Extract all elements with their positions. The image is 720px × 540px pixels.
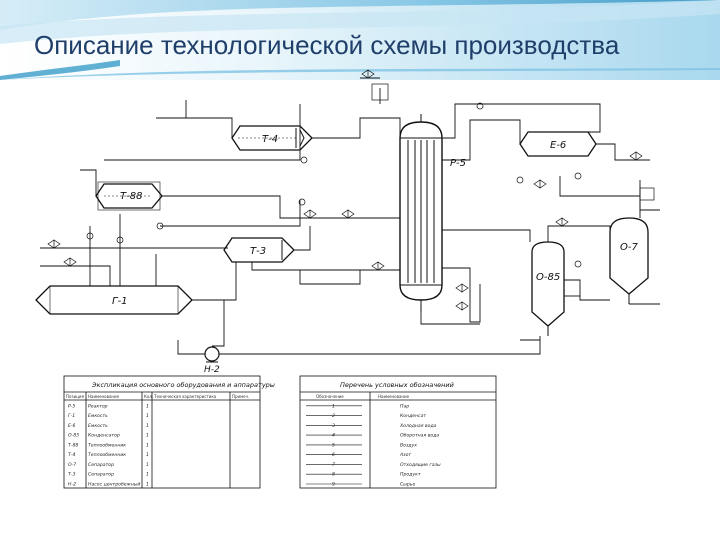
explication-cell: 1 [146,413,149,419]
legend-symbol-cell: 3 [332,423,335,429]
explication-cell: Конденсатор [88,433,120,439]
explication-header-cell: Примеч. [232,394,249,399]
explication-cell: Р-5 [68,403,75,409]
explication-table-frame [63,375,261,489]
explication-cell: 1 [146,433,149,439]
explication-header-cell: Позиция [66,394,85,399]
legend-name-cell: Холодная вода [399,423,437,429]
label-t3: Т-3 [250,246,266,257]
label-o7: О-7 [620,242,638,253]
legend-table-rows: 1 Пар 2 Конденсат 3 Холодная вода 4 Оборотная в… [306,403,441,488]
label-t88: Т-88 [120,191,142,202]
explication-cell: 1 [146,423,149,429]
explication-cell: Т-4 [68,452,75,458]
legend-name-cell: Азот [399,452,411,458]
explication-cell: Т-88 [68,442,78,448]
explication-header-cell: Кол. [144,394,153,399]
condenser-o85 [531,241,565,336]
explication-cell: 1 [146,442,149,448]
explication-cell: Сепаратор [88,472,114,478]
explication-cell: Е-6 [68,423,76,429]
legend-name-cell: Воздух [400,442,417,448]
legend-symbol-cell: 8 [332,472,335,478]
explication-cell: 1 [146,452,149,458]
explication-cell: Теплообменник [88,452,126,458]
legend-table-frame [299,375,497,489]
legend-symbol-cell: 7 [332,462,335,468]
explication-cell: 1 [146,482,149,488]
explication-header-cell: Наименование [88,394,120,399]
explication-cell: Г-1 [68,413,75,419]
explication-table-title: Экспликация основного оборудования и апп… [91,381,275,389]
explication-cell: Реактор [88,403,108,409]
legend-header-cell: Наименование [378,394,410,399]
pump-n2 [204,346,220,363]
explication-cell: Теплообменник [88,442,126,448]
legend-symbol-cell: 4 [332,433,335,439]
explication-cell: Т-3 [68,472,75,478]
valves [47,69,655,311]
label-e6: Е-6 [550,140,566,151]
explication-cell: Емкость [88,423,108,429]
label-r5: Р-5 [450,158,466,169]
legend-symbol-cell: 6 [332,452,335,458]
label-o85: О-85 [536,272,560,283]
process-piping [40,77,660,355]
legend-name-cell: Оборотная вода [400,433,439,439]
label-t4: Т-4 [262,134,278,145]
legend-name-cell: Пар [400,403,409,409]
legend-symbol-cell: 5 [332,442,335,448]
separator-o7 [609,217,649,304]
legend-table-headers: Обозначение Наименование [316,394,410,399]
explication-cell: Сепаратор [88,462,114,468]
header-banner [0,0,720,80]
explication-cell: Насос центробежный [88,482,140,488]
legend-symbol-cell: 2 [332,413,335,419]
explication-cell: О-85 [68,433,79,439]
legend-symbol-cell: 9 [332,482,335,488]
legend-header-cell: Обозначение [316,394,344,399]
explication-cell: Н-2 [68,482,76,488]
label-g1: Г-1 [112,296,128,307]
legend-table-title: Перечень условных обозначений [340,381,454,389]
reactor-r5 [399,114,443,312]
label-n2: Н-2 [204,365,220,375]
legend-name-cell: Конденсат [400,413,426,419]
page-title: Описание технологической схемы производс… [34,30,620,60]
explication-cell: О-7 [68,462,76,468]
explication-header-cell: Техническая характеристика [153,394,217,399]
explication-cell: Емкость [88,413,108,419]
legend-name-cell: Продукт [400,472,421,478]
explication-cell: 1 [146,403,149,409]
legend-name-cell: Отходящие газы [400,462,441,468]
legend-name-cell: Сырье [400,482,415,488]
legend-symbol-cell: 1 [332,403,335,409]
explication-cell: 1 [146,462,149,468]
explication-cell: 1 [146,472,149,478]
